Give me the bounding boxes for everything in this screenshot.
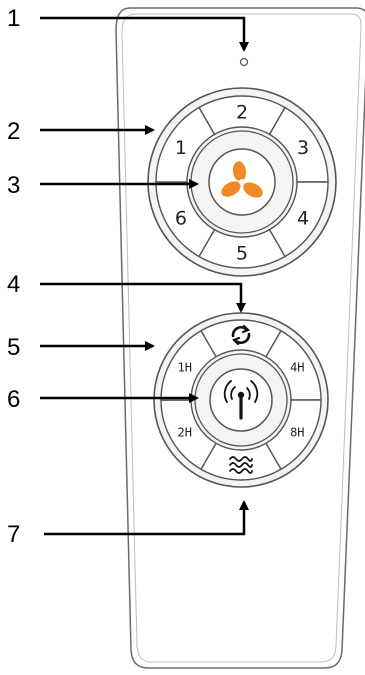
reverse-button-face[interactable] <box>200 319 282 358</box>
timer-button-2H-face[interactable] <box>160 399 217 471</box>
fan-power-button[interactable] <box>208 148 276 216</box>
timer-button-8H[interactable]: 8H <box>265 399 322 471</box>
arrow-4 <box>40 282 246 313</box>
timer-button-4H[interactable]: 4H <box>265 329 322 401</box>
callout-number-3: 3 <box>7 172 20 199</box>
callout-number-4: 4 <box>7 271 20 298</box>
callout-number-5: 5 <box>7 334 20 361</box>
reverse-button[interactable] <box>200 319 282 358</box>
speed-button-label: 4 <box>297 207 309 229</box>
pairing-button[interactable] <box>209 368 273 432</box>
speed-button-3[interactable]: 3 <box>268 106 329 183</box>
callout-number-2: 2 <box>7 118 20 145</box>
timer-button-1H-face[interactable] <box>160 329 217 401</box>
timer-button-label: 2H <box>177 426 191 440</box>
callout-number-1: 1 <box>7 5 20 32</box>
speed-button-face[interactable] <box>155 106 216 183</box>
breeze-button[interactable] <box>200 442 282 481</box>
breeze-waves-icon <box>229 456 253 474</box>
callout-number-6: 6 <box>7 386 20 413</box>
timer-button-label: 8H <box>290 426 304 440</box>
indicator-light <box>239 57 249 67</box>
timer-button-label: 4H <box>290 361 304 375</box>
speed-button-label: 2 <box>236 102 248 124</box>
breeze-button-face[interactable] <box>200 442 282 481</box>
timer-button-4H-face[interactable] <box>265 329 322 401</box>
remote-body-inner-edge <box>121 13 362 663</box>
speed-ring: 2 3 4 5 6 1 <box>147 87 337 277</box>
speed-button-label: 6 <box>175 207 187 229</box>
arrow-7 <box>44 500 249 536</box>
reverse-rotation-icon <box>231 324 251 346</box>
timer-ring: 4H 8H 2H 1H <box>153 312 329 488</box>
timer-button-2H[interactable]: 2H <box>160 399 217 471</box>
fan-icon <box>221 161 263 198</box>
speed-button-label: 5 <box>236 243 248 265</box>
timer-button-label: 1H <box>177 361 191 375</box>
callout-arrows <box>40 16 249 536</box>
timer-button-8H-face[interactable] <box>265 399 322 471</box>
speed-button-1[interactable]: 1 <box>155 106 216 183</box>
timer-button-1H[interactable]: 1H <box>160 329 217 401</box>
callout-number-7: 7 <box>7 521 20 548</box>
signal-antenna-icon <box>223 380 259 420</box>
arrow-1 <box>40 16 249 52</box>
callout-numbers: 1 2 3 4 5 6 7 <box>7 5 20 548</box>
speed-button-label: 1 <box>175 137 187 159</box>
speed-button-label: 3 <box>297 137 309 159</box>
